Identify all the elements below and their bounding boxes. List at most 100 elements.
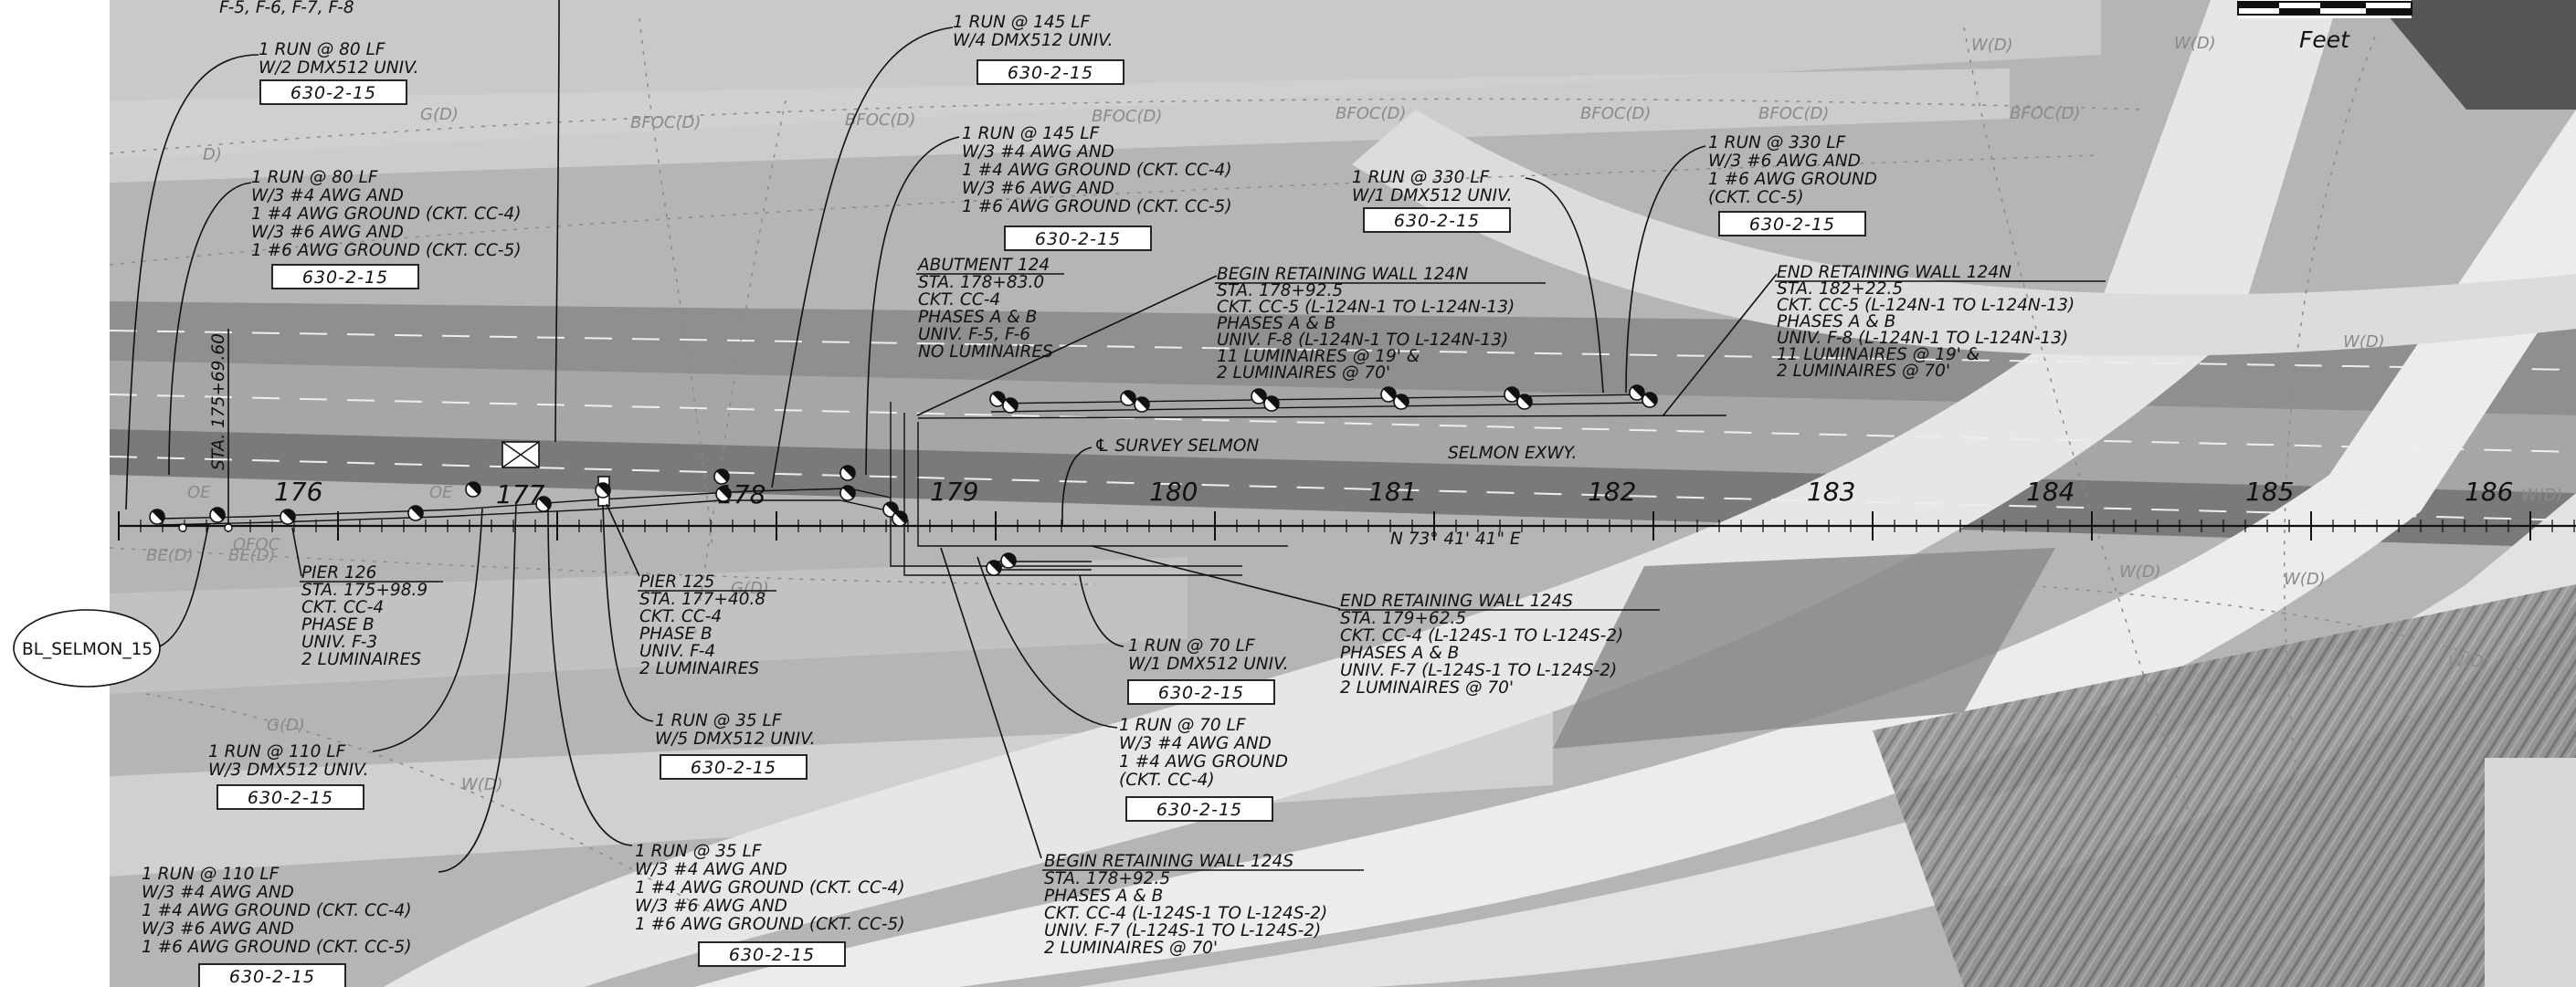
luminaire-icon [1134, 396, 1150, 413]
structure-line: STA. 175+98.9 [301, 581, 428, 600]
pay-item-box [271, 264, 419, 289]
pay-item-code: 630-2-15 [1008, 63, 1093, 83]
structure-line: CKT. CC-4 (L-124S-1 TO L-124S-2) [1044, 904, 1327, 923]
callout-line: 1 #6 AWG GROUND [1708, 170, 1877, 189]
callout-line: 1 #4 AWG GROUND [1119, 752, 1288, 772]
begin-station-label: STA. 175+69.60 [209, 333, 228, 470]
structure-line: CKT. CC-4 (L-124S-1 TO L-124S-2) [1340, 626, 1623, 646]
pay-item-code: 630-2-15 [1394, 211, 1480, 231]
utility-label: BFOC(D) [1758, 104, 1829, 123]
callout-line: W/3 #6 AWG AND [251, 223, 404, 242]
structure-title: BEGIN RETAINING WALL 124N [1217, 265, 1468, 284]
structure-line: 11 LUMINAIRES @ 19' & [1777, 345, 1980, 364]
structure-title: BEGIN RETAINING WALL 124S [1044, 852, 1293, 871]
callout-line: W/2 DMX512 UNIV. [259, 58, 419, 78]
structure-line: PHASE B [639, 625, 713, 644]
scale-bar: Feet [2237, 0, 2412, 53]
wiring-callout: 1 RUN @ 110 LFW/3 DMX512 UNIV.630-2-15 [208, 742, 369, 810]
baseline-bubble [13, 609, 161, 688]
sheet-fragment-text: F-5, F-6, F-7, F-8 [219, 0, 354, 17]
structure-line: STA. 178+83.0 [918, 273, 1044, 292]
callout-line: W/3 DMX512 UNIV. [208, 761, 369, 780]
structure-line: 2 LUMINAIRES @ 70' [1777, 362, 1950, 381]
callout-line: W/5 DMX512 UNIV. [655, 730, 816, 749]
callout-line: W/3 #4 AWG AND [635, 860, 787, 879]
structure-line: UNIV. F-7 (L-124S-1 TO L-124S-2) [1044, 921, 1321, 940]
station-181: 181 [1368, 477, 1417, 507]
structure-line: STA. 182+22.5 [1777, 279, 1903, 299]
structure-line: 2 LUMINAIRES @ 70' [1340, 678, 1514, 698]
pay-item-box [1718, 211, 1866, 236]
utility-label: W(D) [2174, 34, 2216, 53]
utility-label: W(D) [2521, 486, 2563, 505]
utility-label: D) [203, 145, 222, 164]
callout-line: W/3 #4 AWG AND [962, 142, 1114, 162]
callout-line: W/3 #6 AWG AND [1708, 152, 1861, 171]
callout-line: 1 #6 AWG GROUND (CKT. CC-5) [142, 938, 412, 957]
structure-line: 2 LUMINAIRES @ 70' [1044, 939, 1218, 958]
callout-line: 1 #4 AWG GROUND (CKT. CC-4) [142, 901, 412, 920]
luminaire-icon [892, 510, 908, 527]
structure-line: STA. 178+92.5 [1217, 281, 1343, 300]
structure-line: CKT. CC-5 (L-124N-1 TO L-124N-13) [1217, 298, 1515, 317]
luminaire-icon [839, 465, 856, 481]
utility-label: OFOC [233, 535, 280, 554]
structure-line: 2 LUMINAIRES [301, 650, 421, 669]
callout-line: 1 RUN @ 80 LF [251, 168, 378, 187]
station-185: 185 [2245, 477, 2294, 507]
luminaire-icon [1642, 392, 1658, 408]
callout-line: W/3 #6 AWG AND [962, 179, 1114, 198]
luminaire-symbols [149, 384, 1658, 576]
utility-label: BFOC(D) [1336, 104, 1406, 123]
structure-line: STA. 179+62.5 [1340, 609, 1466, 628]
callout-line: 1 RUN @ 330 LF [1352, 168, 1490, 187]
luminaire-icon [1002, 397, 1019, 414]
utility-label: G(D) [420, 105, 459, 124]
luminaire-icon [1000, 552, 1017, 569]
station-182: 182 [1588, 477, 1636, 507]
road-name-label: SELMON EXWY. [1448, 444, 1577, 463]
structure-line: PHASES A & B [1217, 314, 1336, 333]
wiring-callout: 1 RUN @ 35 LFW/5 DMX512 UNIV.630-2-15 [655, 711, 816, 780]
structure-title: ABUTMENT 124 [917, 256, 1050, 275]
structure-title: PIER 126 [301, 563, 376, 583]
callout-line: 1 RUN @ 80 LF [259, 40, 385, 59]
structure-title: PIER 125 [639, 572, 714, 592]
utility-label: W(D) [1971, 36, 2013, 55]
pay-item-code: 630-2-15 [729, 945, 815, 965]
callout-line: 1 RUN @ 330 LF [1708, 133, 1846, 152]
luminaire-icon [1251, 388, 1267, 404]
wiring-callout: 1 RUN @ 145 LFW/4 DMX512 UNIV.630-2-15 [953, 13, 1124, 85]
wiring-callout: 1 RUN @ 330 LFW/1 DMX512 UNIV.630-2-15 [1352, 168, 1513, 233]
luminaire-icon [1504, 386, 1520, 403]
callout-leaders [125, 0, 1778, 873]
structure-line: PHASE B [301, 615, 375, 635]
structure-line: NO LUMINAIRES [918, 342, 1053, 362]
callout-line: 1 #6 AWG GROUND (CKT. CC-5) [962, 197, 1232, 216]
utility-label: G(D) [267, 716, 305, 735]
callout-line: W/3 #6 AWG AND [142, 919, 294, 939]
callout-line: 1 #4 AWG GROUND (CKT. CC-4) [635, 878, 905, 898]
callout-line: 1 RUN @ 110 LF [142, 865, 280, 884]
pay-item-code: 630-2-15 [1749, 215, 1835, 235]
callout-line: 1 RUN @ 35 LF [655, 711, 782, 730]
pay-item-code: 630-2-15 [290, 83, 376, 103]
pay-item-code: 630-2-15 [1156, 800, 1242, 820]
structure-line: UNIV. F-8 (L-124N-1 TO L-124N-13) [1777, 329, 2068, 348]
utility-label: BFOC(D) [1580, 104, 1651, 123]
utility-label: BFOC(D) [1092, 107, 1162, 126]
luminaire-icon [465, 481, 481, 498]
structure-line: CKT. CC-4 [639, 607, 722, 626]
pay-item-box [660, 754, 808, 780]
structure-line: PHASES A & B [1340, 644, 1459, 663]
